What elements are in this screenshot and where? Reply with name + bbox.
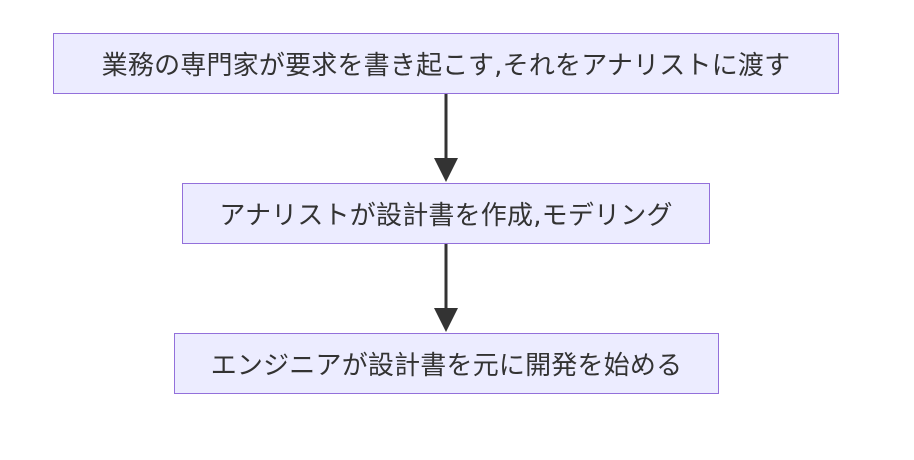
flow-node-development: エンジニアが設計書を元に開発を始める xyxy=(174,333,719,394)
flow-node-requirements: 業務の専門家が要求を書き起こす,それをアナリストに渡す xyxy=(53,33,839,94)
flow-node-design: アナリストが設計書を作成,モデリング xyxy=(182,183,710,244)
arrowhead-icon xyxy=(434,308,458,332)
arrowhead-icon xyxy=(434,158,458,182)
node-label: 業務の専門家が要求を書き起こす,それをアナリストに渡す xyxy=(101,51,791,81)
node-label: アナリストが設計書を作成,モデリング xyxy=(219,201,673,231)
edge-step2-to-step3 xyxy=(434,244,458,332)
node-label: エンジニアが設計書を元に開発を始める xyxy=(210,351,683,381)
edge-step1-to-step2 xyxy=(434,94,458,182)
